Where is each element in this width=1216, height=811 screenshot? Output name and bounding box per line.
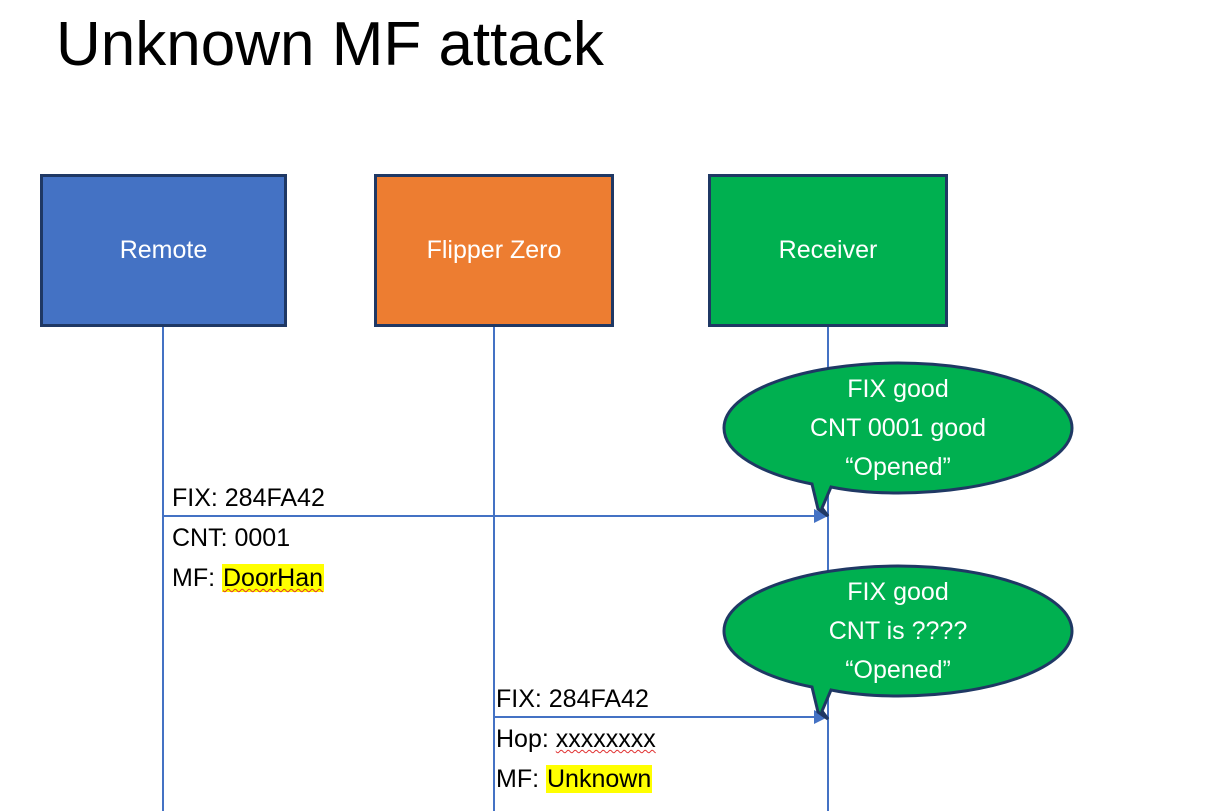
message-1-fix-line: FIX: 284FA42	[172, 478, 325, 518]
message-2-hop-value: xxxxxxxx	[555, 725, 656, 753]
message-2-mf-value: Unknown	[546, 765, 653, 793]
message-1-mf-line: MF: DoorHan	[172, 558, 325, 598]
lifeline-remote	[162, 327, 164, 811]
message-1-fix-text: FIX: 284FA42	[172, 484, 325, 512]
message-2-details: Hop: xxxxxxxx MF: Unknown	[496, 719, 656, 799]
message-1-cnt-text: CNT: 0001	[172, 524, 291, 552]
speech-bubble-receiver-2: FIX good CNT is ???? “Opened”	[722, 564, 1074, 721]
speech-bubble-receiver-1: FIX good CNT 0001 good “Opened”	[722, 361, 1074, 518]
message-1-details: CNT: 0001 MF: DoorHan	[172, 518, 325, 598]
lifeline-flipper	[493, 327, 495, 811]
page-title: Unknown MF attack	[56, 10, 604, 79]
message-1-mf-prefix: MF:	[172, 564, 222, 592]
message-2-hop-prefix: Hop:	[496, 725, 556, 753]
message-2-mf-line: MF: Unknown	[496, 759, 656, 799]
speech-bubble-shape-2	[722, 564, 1074, 721]
actor-label-receiver: Receiver	[778, 236, 878, 264]
message-2-fix-text: FIX: 284FA42	[496, 685, 649, 713]
lifeline-receiver	[827, 327, 829, 811]
actor-box-remote[interactable]: Remote	[40, 174, 287, 327]
message-2-hop-line: Hop: xxxxxxxx	[496, 719, 656, 759]
actor-box-flipper[interactable]: Flipper Zero	[374, 174, 614, 327]
message-arrow-remote-to-receiver	[163, 515, 818, 517]
message-1-mf-value: DoorHan	[222, 564, 325, 592]
actor-label-remote: Remote	[119, 236, 208, 264]
actor-label-flipper: Flipper Zero	[426, 236, 562, 264]
message-arrow-flipper-to-receiver	[494, 716, 818, 718]
message-2-mf-prefix: MF:	[496, 765, 546, 793]
message-2-fix-line: FIX: 284FA42	[496, 679, 649, 719]
speech-bubble-shape-1	[722, 361, 1074, 518]
actor-box-receiver[interactable]: Receiver	[708, 174, 948, 327]
message-1-cnt-line: CNT: 0001	[172, 518, 324, 558]
